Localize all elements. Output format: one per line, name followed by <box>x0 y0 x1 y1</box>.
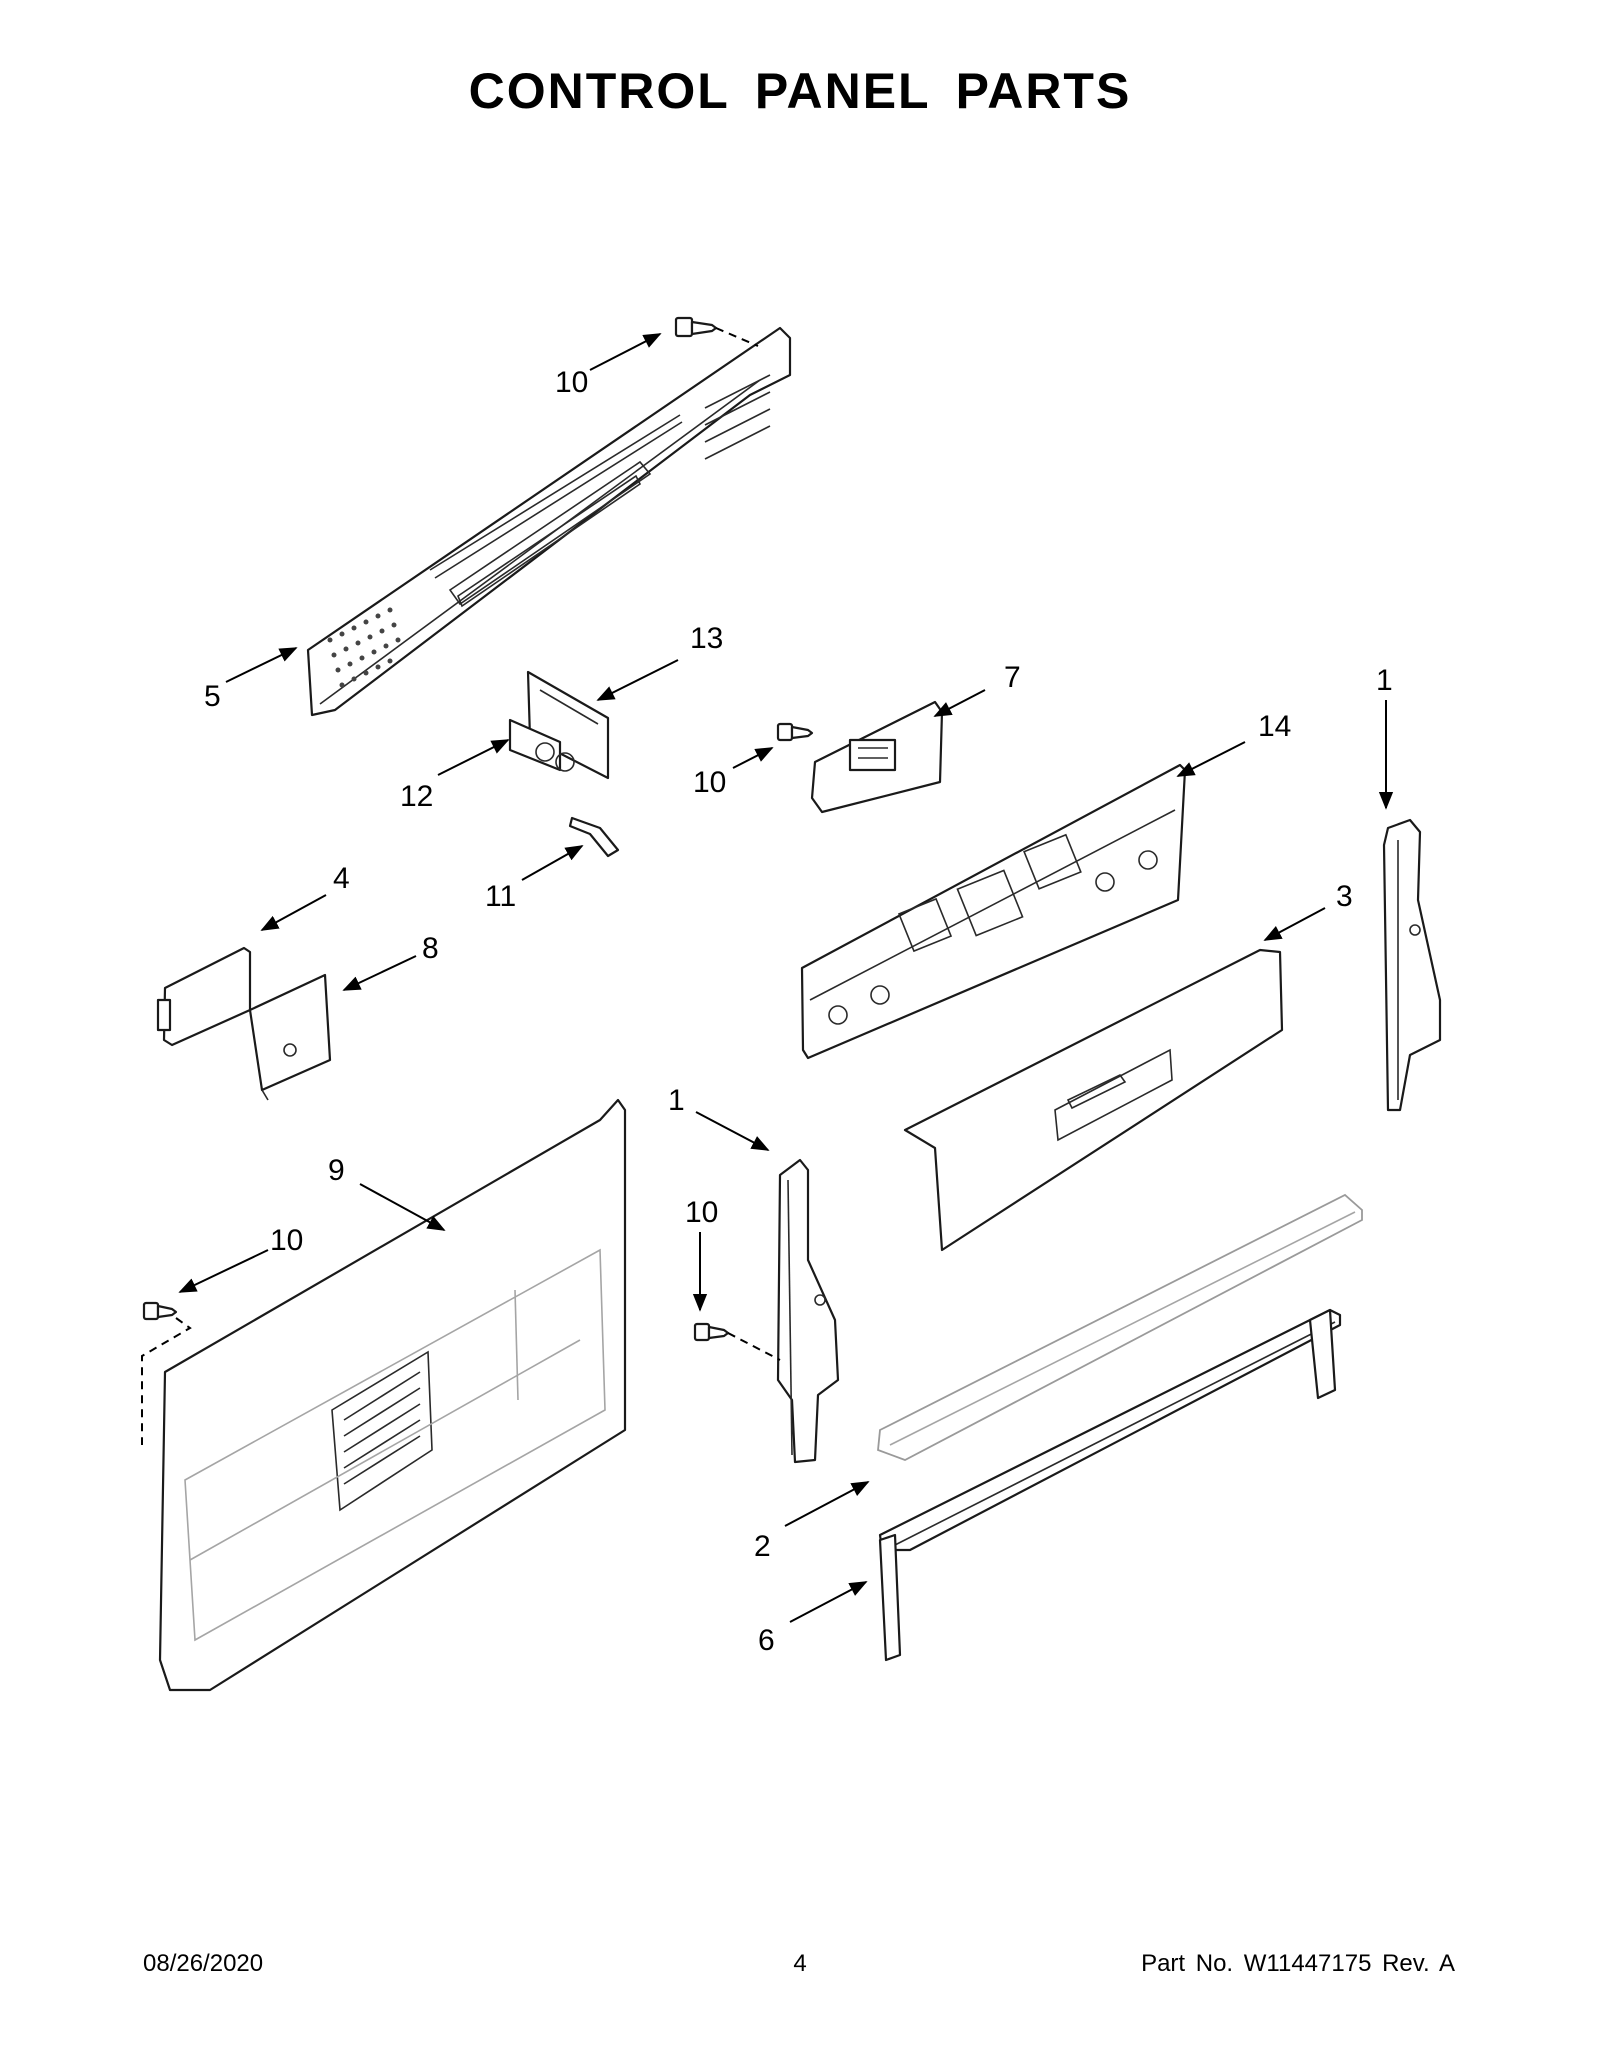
callout-10: 10 <box>555 366 588 399</box>
part-1-end-cap-right <box>1382 818 1442 1112</box>
part-10-screw-left <box>141 1301 192 1445</box>
callout-10: 10 <box>685 1196 718 1229</box>
part-1-end-cap-mid <box>776 1158 840 1464</box>
callout-10: 10 <box>270 1224 303 1257</box>
callout-11: 11 <box>485 880 516 913</box>
leader-lines <box>178 333 1394 1623</box>
callout-8: 8 <box>422 932 439 965</box>
callout-1: 1 <box>668 1084 685 1117</box>
part-4-module <box>156 946 252 1047</box>
footer-date: 08/26/2020 <box>143 1950 264 1977</box>
callout-12: 12 <box>400 780 433 813</box>
part-3-panel-trim <box>903 948 1284 1252</box>
callout-5: 5 <box>204 680 221 713</box>
part-5-rear-bracket <box>306 326 792 717</box>
callout-6: 6 <box>758 1624 775 1657</box>
callout-14: 14 <box>1258 710 1291 743</box>
callout-7: 7 <box>1004 661 1021 694</box>
callout-9: 9 <box>328 1154 345 1187</box>
callout-2: 2 <box>754 1530 771 1563</box>
part-10-screw-mid <box>776 722 814 742</box>
part-11-clip <box>568 816 620 858</box>
callout-3: 3 <box>1336 880 1353 913</box>
part-10-screw-center <box>693 1322 781 1361</box>
part-6-support-bracket <box>878 1308 1342 1662</box>
part-2-trim-strip <box>877 1193 1363 1461</box>
callout-1: 1 <box>1376 664 1393 697</box>
part-13-switch-bracket <box>508 670 610 780</box>
part-14-control-panel <box>800 763 1187 1060</box>
callout-labels: 10 5 13 12 11 7 10 14 1 4 8 3 1 9 10 10 … <box>204 366 1393 1657</box>
footer-part-number: Part No. W11447175 Rev. A <box>1141 1950 1455 1977</box>
part-7-control-board <box>810 700 944 814</box>
page-title: CONTROL PANEL PARTS <box>468 63 1132 119</box>
callout-13: 13 <box>690 622 723 655</box>
callout-10: 10 <box>693 766 726 799</box>
callout-4: 4 <box>333 862 350 895</box>
part-10-screw-top <box>674 316 759 347</box>
part-8-module-bracket <box>248 973 332 1101</box>
footer-page-number: 4 <box>793 1950 807 1977</box>
part-9-rear-panel <box>158 1098 627 1692</box>
